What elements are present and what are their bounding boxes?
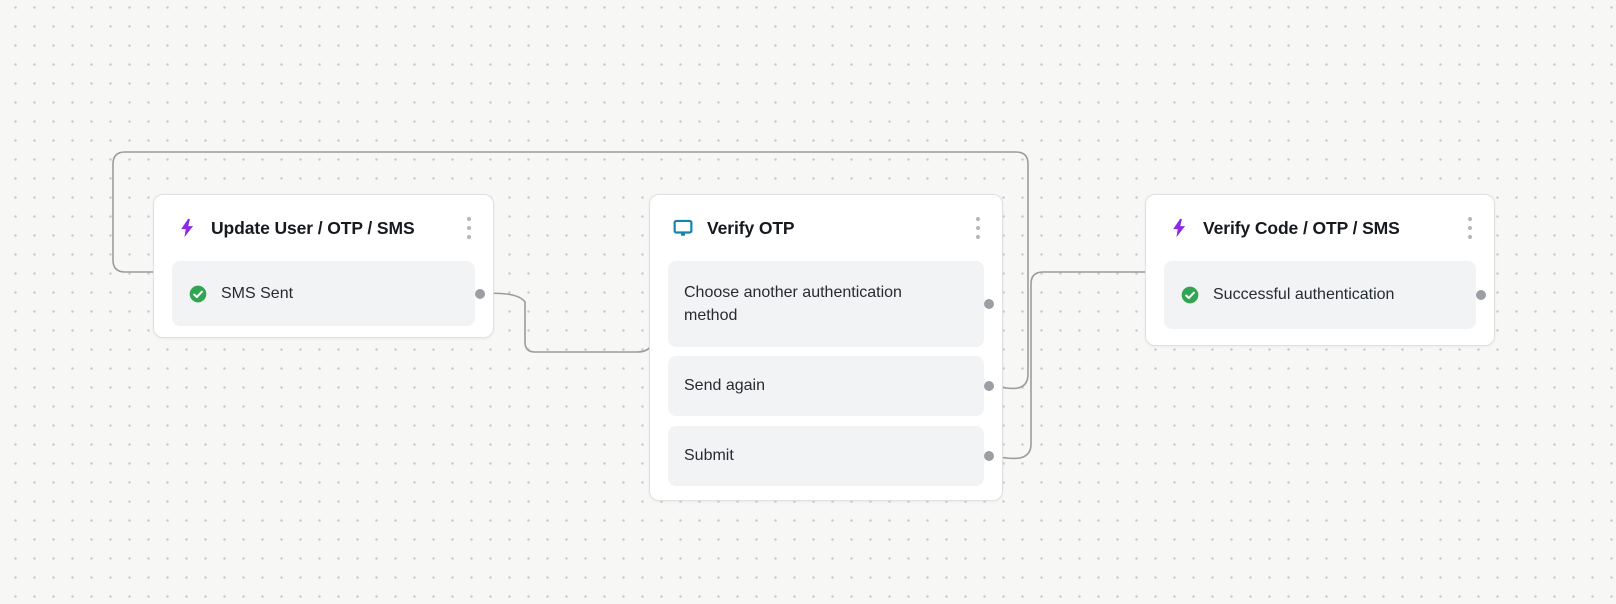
connector-port-sms-sent[interactable] [475,288,485,299]
output-label: SMS Sent [221,284,294,302]
node-header: Update User / OTP / SMS [154,195,493,261]
kebab-menu-icon[interactable] [974,213,982,243]
check-circle-icon [188,284,208,304]
output-row-submit[interactable]: Submit [668,426,994,486]
output-row-send-again[interactable]: Send again [668,356,994,416]
edge-submit-to-verify-code [989,271,1146,460]
output-label: Send again [684,377,765,395]
check-circle-icon [1180,285,1200,305]
edge-sms-sent-to-verify-otp [480,292,652,353]
node-title: Verify OTP [707,217,795,238]
kebab-menu-icon[interactable] [465,213,473,243]
output-label: Successful authentication [1213,286,1395,304]
kebab-menu-icon[interactable] [1466,213,1474,243]
output-label: Choose another authentication method [684,283,902,324]
node-verify-code-otp-sms[interactable]: Verify Code / OTP / SMS Successful authe… [1145,194,1495,346]
node-title: Verify Code / OTP / SMS [1203,217,1400,238]
connector-port-choose-another-method[interactable] [984,299,994,309]
output-label: Submit [684,447,734,465]
lightning-icon [176,217,198,239]
output-row-sms-sent[interactable]: SMS Sent [172,261,485,326]
monitor-icon [672,217,694,239]
output-row-choose-another-method[interactable]: Choose another authentication method [668,261,994,347]
connector-port-successful-authentication[interactable] [1476,290,1486,300]
node-header: Verify OTP [650,195,1002,261]
connector-port-send-again[interactable] [984,381,994,391]
output-row-successful-authentication[interactable]: Successful authentication [1164,261,1486,329]
node-title: Update User / OTP / SMS [211,217,415,238]
node-verify-otp[interactable]: Verify OTP Choose another authentication… [649,194,1003,501]
node-header: Verify Code / OTP / SMS [1146,195,1494,261]
lightning-icon [1168,217,1190,239]
connector-port-submit[interactable] [984,451,994,461]
node-update-user-otp-sms[interactable]: Update User / OTP / SMS SMS Sent [153,194,494,338]
